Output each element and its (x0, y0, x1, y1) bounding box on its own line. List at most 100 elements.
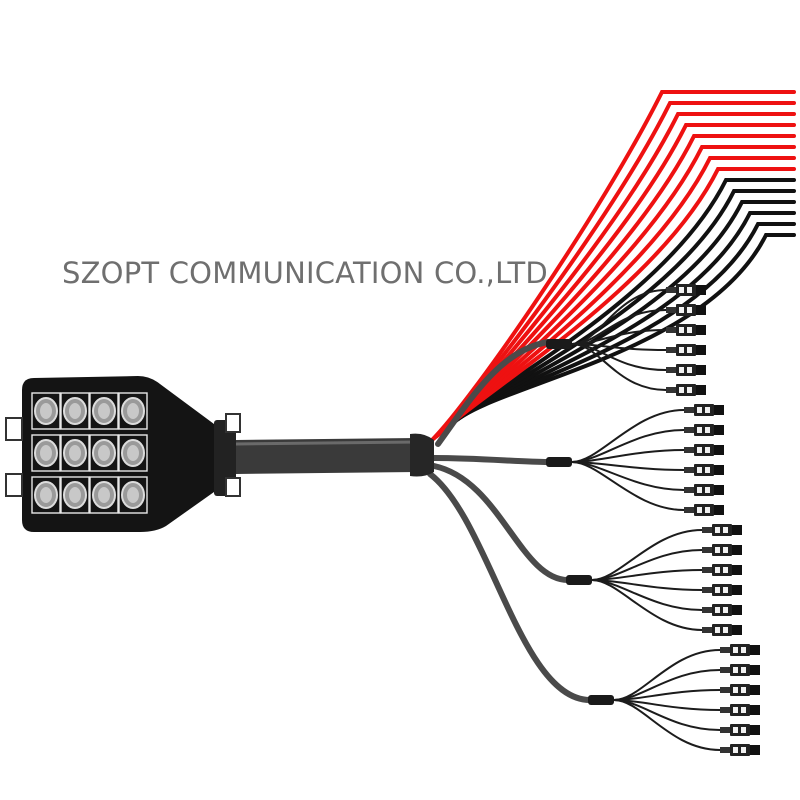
port-frame (118, 476, 148, 514)
connector (684, 464, 724, 476)
connector-boot (720, 667, 730, 673)
connector-window (723, 587, 728, 593)
connector-window (723, 627, 728, 633)
connector-window (687, 307, 692, 313)
enclosure-box (5, 376, 241, 532)
port-frame (31, 476, 61, 514)
trunk-cable (235, 433, 434, 477)
connector-window (705, 427, 710, 433)
port (60, 392, 90, 430)
breakout-tube (427, 471, 593, 703)
connector (684, 504, 724, 516)
connector-window (715, 547, 720, 553)
connector-window (733, 687, 738, 693)
connector-window (733, 727, 738, 733)
port-frame (118, 392, 148, 430)
connector-ferrule (714, 465, 724, 475)
connector-ferrule (696, 345, 706, 355)
connector-window (679, 307, 684, 313)
connector-window (697, 467, 702, 473)
connector (666, 344, 706, 356)
connector-ferrule (732, 525, 742, 535)
fanout-fiber (591, 579, 703, 631)
connector-window (733, 707, 738, 713)
connector-window (679, 327, 684, 333)
connector (684, 404, 724, 416)
fanout-fiber (571, 343, 667, 391)
trunk-boot (410, 433, 434, 477)
connector (720, 644, 760, 656)
mount-ear-bottom (5, 473, 23, 497)
fanout-fiber (613, 699, 721, 751)
port-core (127, 403, 139, 419)
connector (702, 544, 742, 556)
connector-window (687, 287, 692, 293)
fiber-bundle (430, 90, 796, 442)
connector-boot (702, 607, 712, 613)
connector-ferrule (732, 545, 742, 555)
connector-boot (684, 467, 694, 473)
red-fiber (430, 90, 796, 442)
connector-boot (684, 487, 694, 493)
connector (702, 604, 742, 616)
port (31, 476, 61, 514)
port-grid (31, 392, 148, 514)
connector-ferrule (732, 605, 742, 615)
connector-window (715, 627, 720, 633)
connector (720, 744, 760, 756)
connector (684, 444, 724, 456)
connector (666, 324, 706, 336)
connector (702, 584, 742, 596)
connector-window (723, 547, 728, 553)
connector-ferrule (714, 485, 724, 495)
connector-ferrule (732, 585, 742, 595)
black-fiber (442, 178, 796, 433)
connector-boot (702, 547, 712, 553)
connector (702, 624, 742, 636)
connector-ferrule (696, 305, 706, 315)
port-frame (60, 476, 90, 514)
port-core (40, 403, 52, 419)
port (118, 476, 148, 514)
port-core (69, 487, 81, 503)
connector-window (687, 347, 692, 353)
connector-boot (702, 567, 712, 573)
port-frame (31, 392, 61, 430)
connector-window (715, 567, 720, 573)
connector-window (741, 707, 746, 713)
connector-window (705, 507, 710, 513)
connector (720, 664, 760, 676)
connector-window (687, 327, 692, 333)
connector-window (741, 747, 746, 753)
connector-window (723, 607, 728, 613)
port (118, 392, 148, 430)
connector-window (733, 647, 738, 653)
port (89, 434, 119, 472)
connector-window (687, 367, 692, 373)
connector (684, 484, 724, 496)
connector-ferrule (714, 505, 724, 515)
port-frame (89, 392, 119, 430)
connector (684, 424, 724, 436)
connector-ferrule (696, 385, 706, 395)
connector-boot (720, 707, 730, 713)
connector-window (733, 747, 738, 753)
connector-ferrule (732, 565, 742, 575)
connector-window (679, 347, 684, 353)
connector-ferrule (750, 645, 760, 655)
connector-boot (702, 627, 712, 633)
connector-window (697, 507, 702, 513)
port-frame (60, 392, 90, 430)
connector-window (715, 527, 720, 533)
connector (702, 564, 742, 576)
connector-window (697, 447, 702, 453)
connector-window (723, 527, 728, 533)
connector (666, 284, 706, 296)
breakout-cables (427, 289, 721, 751)
port-core (127, 487, 139, 503)
connector-window (741, 727, 746, 733)
port-core (98, 487, 110, 503)
connector-ferrule (732, 625, 742, 635)
port (89, 476, 119, 514)
connector (720, 684, 760, 696)
